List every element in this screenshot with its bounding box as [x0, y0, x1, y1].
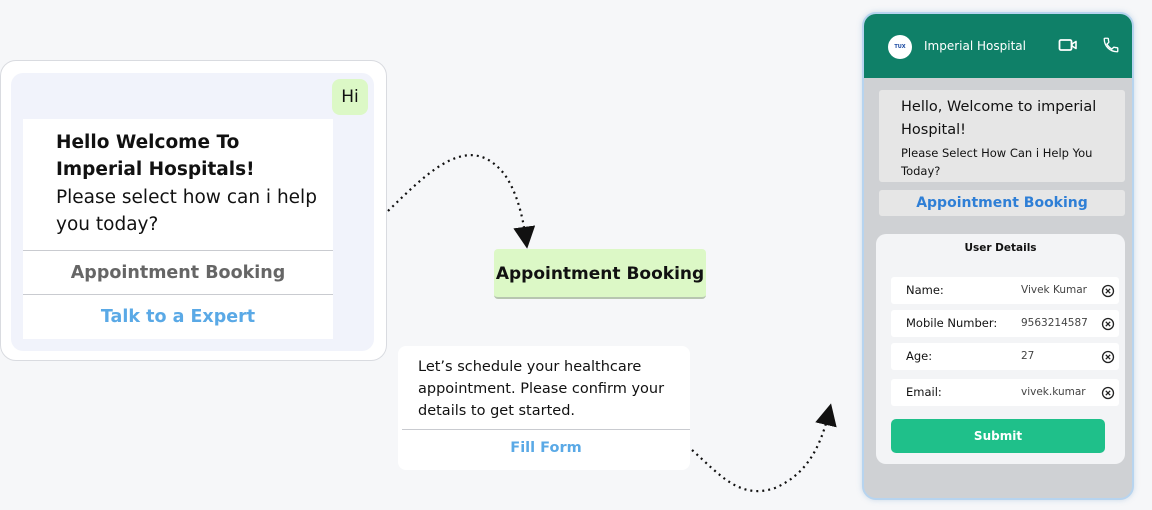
welcome-message: Hello, Welcome to imperial Hospital! Ple… — [879, 90, 1125, 182]
mobile-number-field[interactable]: Mobile Number: 9563214587 — [891, 310, 1119, 337]
phone-mockup: TUX Imperial Hospital Hello, Welcome to … — [862, 12, 1134, 500]
clear-icon[interactable] — [1101, 385, 1115, 404]
hospital-name: Imperial Hospital — [924, 39, 1026, 53]
connector-arrow-1 — [387, 154, 536, 249]
bot-message-card: Hello Welcome To Imperial Hospitals! Ple… — [23, 119, 333, 339]
welcome-subtitle: Please Select How Can i Help You Today? — [901, 146, 1093, 178]
field-label: Mobile Number: — [906, 316, 998, 330]
user-details-form: User Details Name: Vivek Kumar Mobile Nu… — [876, 234, 1125, 464]
user-message-bubble: Hi — [332, 79, 368, 115]
submit-button[interactable]: Submit — [891, 419, 1105, 453]
field-value[interactable]: vivek.kumar — [1021, 386, 1086, 398]
appointment-booking-option[interactable]: Appointment Booking — [23, 250, 333, 294]
age-field[interactable]: Age: 27 — [891, 343, 1119, 370]
email-field[interactable]: Email: vivek.kumar — [891, 379, 1119, 406]
field-value[interactable]: 27 — [1021, 350, 1035, 362]
chat-area: Hi Hello Welcome To Imperial Hospitals! … — [11, 73, 374, 351]
video-call-icon[interactable] — [1058, 36, 1078, 58]
field-value[interactable]: 9563214587 — [1021, 317, 1088, 329]
phone-call-icon[interactable] — [1102, 36, 1120, 58]
schedule-message-card: Let’s schedule your healthcare appointme… — [398, 346, 690, 470]
form-title: User Details — [964, 242, 1037, 254]
bot-message-body: Please select how can i help you today? — [56, 187, 317, 235]
clear-icon[interactable] — [1101, 283, 1115, 302]
talk-to-expert-option[interactable]: Talk to a Expert — [23, 294, 333, 338]
fill-form-button[interactable]: Fill Form — [402, 429, 690, 467]
chat-header: TUX Imperial Hospital — [864, 14, 1132, 78]
connector-arrow-2 — [691, 403, 837, 493]
selected-option-chip: Appointment Booking — [494, 249, 706, 299]
initial-chat-card: Hi Hello Welcome To Imperial Hospitals! … — [0, 60, 387, 361]
clear-icon[interactable] — [1101, 349, 1115, 368]
hospital-logo: TUX — [888, 35, 912, 59]
field-label: Name: — [906, 283, 944, 297]
schedule-message-text: Let’s schedule your healthcare appointme… — [418, 359, 665, 419]
appointment-booking-button[interactable]: Appointment Booking — [879, 190, 1125, 216]
clear-icon[interactable] — [1101, 316, 1115, 335]
bot-message-title: Hello Welcome To Imperial Hospitals! — [56, 132, 255, 180]
name-field[interactable]: Name: Vivek Kumar — [891, 277, 1119, 304]
field-label: Email: — [906, 385, 942, 399]
field-label: Age: — [906, 349, 933, 363]
welcome-title: Hello, Welcome to imperial Hospital! — [901, 99, 1097, 138]
field-value[interactable]: Vivek Kumar — [1021, 284, 1087, 296]
